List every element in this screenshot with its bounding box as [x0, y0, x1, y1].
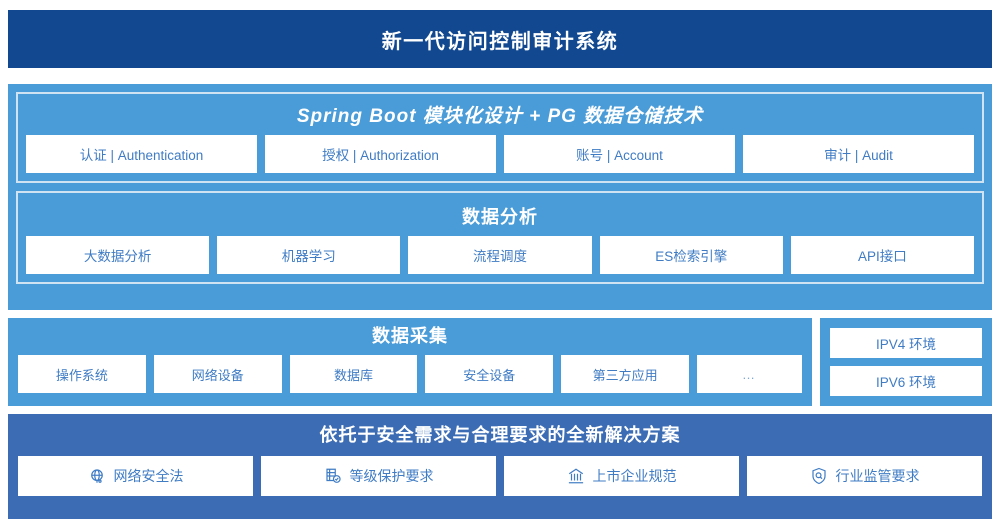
platform-card-account[interactable]: 账号 | Account [504, 135, 735, 173]
document-check-icon [324, 467, 342, 485]
platform-card-row: 认证 | Authentication 授权 | Authorization 账… [26, 135, 974, 173]
collection-card-network-device[interactable]: 网络设备 [153, 355, 282, 393]
analysis-card-process-scheduling-label: 流程调度 [473, 249, 527, 264]
platform-card-authentication-label: 认证 | Authentication [79, 148, 204, 163]
collection-card-operating-system[interactable]: 操作系统 [18, 355, 146, 393]
data-collection-panel: 数据采集 操作系统 网络设备 数据库 安全设备 第三方应用 … [8, 318, 812, 406]
collection-card-network-device-label: 网络设备 [191, 367, 244, 383]
analysis-card-es-search-engine-label: ES检索引擎 [655, 249, 728, 264]
solution-card-industry-supervision-label: 行业监管要求 [835, 468, 920, 484]
solution-card-cybersecurity-law[interactable]: 网络安全法 [18, 456, 253, 496]
solution-card-classified-protection[interactable]: 等级保护要求 [261, 456, 496, 496]
analysis-card-machine-learning[interactable]: 机器学习 [217, 236, 401, 274]
collection-card-database[interactable]: 数据库 [289, 355, 418, 393]
ip-environment-card-ipv6-label: IPV6 环境 [875, 375, 937, 390]
bank-icon [567, 467, 585, 485]
ip-environment-card-ipv4-label: IPV4 环境 [875, 337, 937, 352]
collection-card-security-device[interactable]: 安全设备 [425, 355, 554, 393]
solution-panel: 依托于安全需求与合理要求的全新解决方案 网络安全法 [8, 414, 992, 519]
solution-card-listed-company-standard[interactable]: 上市企业规范 [504, 456, 739, 496]
page-title-bar: 新一代访问控制审计系统 [8, 10, 992, 68]
ip-environment-card-ipv4[interactable]: IPV4 环境 [830, 328, 982, 358]
data-collection-inner: 数据采集 操作系统 网络设备 数据库 安全设备 第三方应用 … [8, 318, 812, 403]
shield-search-icon [810, 467, 828, 485]
collection-card-database-label: 数据库 [333, 367, 373, 383]
analysis-card-process-scheduling[interactable]: 流程调度 [408, 236, 592, 274]
data-collection-card-row: 操作系统 网络设备 数据库 安全设备 第三方应用 … [18, 355, 802, 393]
solution-card-industry-supervision[interactable]: 行业监管要求 [747, 456, 982, 496]
analysis-card-bigdata-label: 大数据分析 [83, 249, 152, 264]
solution-heading: 依托于安全需求与合理要求的全新解决方案 [319, 425, 681, 445]
analysis-card-row: 大数据分析 机器学习 流程调度 ES检索引擎 API接口 [26, 236, 975, 274]
analysis-card-api-interface[interactable]: API接口 [790, 236, 975, 274]
platform-group-heading: Spring Boot 模块化设计 + PG 数据仓储技术 [296, 106, 704, 127]
collection-card-operating-system-label: 操作系统 [55, 367, 108, 383]
ip-environment-panel: IPV4 环境 IPV6 环境 [820, 318, 992, 406]
solution-card-row: 网络安全法 等级保护要求 [18, 456, 982, 496]
platform-card-account-label: 账号 | Account [576, 148, 663, 163]
platform-card-audit-label: 审计 | Audit [824, 148, 893, 163]
platform-card-authorization-label: 授权 | Authorization [322, 148, 439, 163]
collection-card-security-device-label: 安全设备 [463, 367, 516, 383]
analysis-card-machine-learning-label: 机器学习 [281, 249, 336, 264]
globe-icon [88, 467, 106, 485]
platform-analysis-panel: Spring Boot 模块化设计 + PG 数据仓储技术 认证 | Authe… [8, 84, 992, 310]
collection-card-third-party-app-label: 第三方应用 [592, 367, 658, 383]
platform-card-authorization[interactable]: 授权 | Authorization [265, 135, 496, 173]
analysis-card-bigdata[interactable]: 大数据分析 [26, 236, 210, 274]
collection-card-third-party-app[interactable]: 第三方应用 [561, 355, 689, 393]
analysis-group-heading: 数据分析 [462, 207, 538, 227]
solution-card-classified-protection-label: 等级保护要求 [349, 468, 434, 484]
solution-card-listed-company-standard-label: 上市企业规范 [592, 468, 677, 484]
platform-group: Spring Boot 模块化设计 + PG 数据仓储技术 认证 | Authe… [16, 92, 984, 183]
collection-card-more-label: … [741, 366, 757, 382]
solution-card-cybersecurity-law-label: 网络安全法 [113, 468, 184, 484]
ip-environment-card-ipv6[interactable]: IPV6 环境 [830, 366, 982, 396]
collection-card-more[interactable]: … [696, 355, 802, 393]
platform-card-authentication[interactable]: 认证 | Authentication [26, 135, 257, 173]
page-title: 新一代访问控制审计系统 [381, 30, 619, 53]
platform-card-audit[interactable]: 审计 | Audit [743, 135, 974, 173]
analysis-card-es-search-engine[interactable]: ES检索引擎 [599, 236, 783, 274]
analysis-card-api-interface-label: API接口 [858, 249, 907, 264]
data-collection-heading: 数据采集 [372, 326, 448, 346]
analysis-group: 数据分析 大数据分析 机器学习 流程调度 ES检索引擎 API接口 [16, 191, 984, 284]
